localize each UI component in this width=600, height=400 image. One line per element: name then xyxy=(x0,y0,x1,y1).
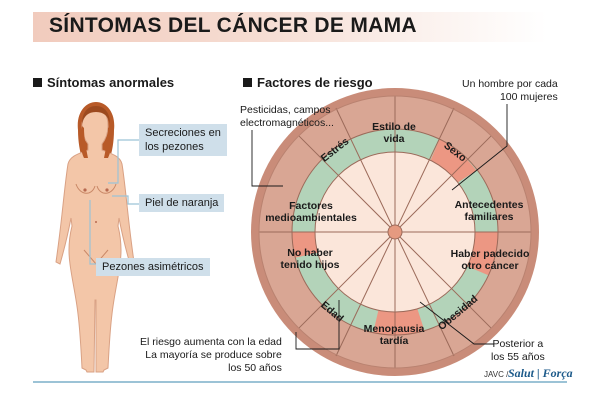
segment-padecido-line2: otro cáncer xyxy=(461,260,519,272)
symptoms-heading: Síntomas anormales xyxy=(33,75,174,90)
note-hombre: Un hombre por cada 100 mujeres xyxy=(462,78,558,104)
segment-no-haber-hijos: No haber tenido hijos xyxy=(281,247,340,271)
brand-logo: Salut | Força xyxy=(508,366,573,380)
callout-secretions: Secreciones en los pezones xyxy=(139,124,227,156)
risk-wheel xyxy=(251,88,539,376)
note-posterior: Posterior a los 55 años xyxy=(491,338,545,364)
note-pesticidas: Pesticidas, campos electromagnéticos... xyxy=(240,104,334,130)
segment-menopausia-line2: tardía xyxy=(379,335,409,347)
note-hombre-line1: Un hombre por cada xyxy=(462,78,558,90)
note-pesticidas-line1: Pesticidas, campos xyxy=(240,104,331,116)
credit-author: JAVC / xyxy=(484,370,509,379)
risk-heading: Factores de riesgo xyxy=(243,75,373,90)
wheel-center-icon xyxy=(387,224,403,240)
footer-rule xyxy=(33,381,567,383)
note-riesgo-line2: La mayoría se produce sobre xyxy=(145,349,282,361)
note-riesgo-edad: El riesgo aumenta con la edad La mayoría… xyxy=(140,336,282,375)
note-posterior-line1: Posterior a xyxy=(492,338,544,350)
callout-asymmetric-text: Pezones asimétricos xyxy=(102,261,204,273)
note-riesgo-line3: los 50 años xyxy=(228,362,282,374)
segment-estilo-line2: vida xyxy=(383,133,405,145)
symptoms-heading-text: Síntomas anormales xyxy=(47,75,175,90)
callout-secretions-line2: los pezones xyxy=(145,141,204,153)
risk-heading-text: Factores de riesgo xyxy=(257,75,373,90)
callout-asymmetric: Pezones asimétricos xyxy=(96,258,210,276)
segment-antecedentes-line1: Antecedentes xyxy=(454,199,524,211)
segment-estilo-line1: Estilo de xyxy=(372,121,416,133)
symptom-leader-lines xyxy=(89,139,139,265)
heading-bullet-icon xyxy=(243,78,252,87)
title-band xyxy=(33,12,547,42)
segment-hijos-line2: tenido hijos xyxy=(280,259,340,271)
segment-menopausia-line1: Menopausia xyxy=(363,323,425,335)
segment-haber-padecido: Haber padecido otro cáncer xyxy=(451,248,530,272)
callout-orange-skin: Piel de naranja xyxy=(139,194,225,212)
segment-padecido-line1: Haber padecido xyxy=(450,248,530,260)
note-riesgo-line1: El riesgo aumenta con la edad xyxy=(140,336,282,348)
callout-secretions-line1: Secreciones en xyxy=(145,127,221,139)
note-pesticidas-line2: electromagnéticos... xyxy=(240,117,334,129)
note-leader-lines xyxy=(251,104,508,350)
segment-antecedentes: Antecedentes familiares xyxy=(455,199,524,223)
segment-hijos-line1: No haber xyxy=(287,247,333,259)
segment-estilo-de-vida: Estilo de vida xyxy=(372,121,416,145)
page-title: SÍNTOMAS DEL CÁNCER DE MAMA xyxy=(49,14,417,37)
callout-orange-skin-text: Piel de naranja xyxy=(145,197,219,209)
segment-antecedentes-line2: familiares xyxy=(464,211,514,223)
segment-ambientales-line1: Factores xyxy=(289,200,333,212)
note-posterior-line2: los 55 años xyxy=(491,351,545,363)
heading-bullet-icon xyxy=(33,78,42,87)
female-body-figure-icon xyxy=(55,102,135,373)
segment-medioambientales: Factores medioambientales xyxy=(265,200,357,224)
segment-menopausia: Menopausia tardía xyxy=(364,323,425,347)
note-hombre-line2: 100 mujeres xyxy=(499,91,558,103)
segment-ambientales-line2: medioambientales xyxy=(265,212,357,224)
